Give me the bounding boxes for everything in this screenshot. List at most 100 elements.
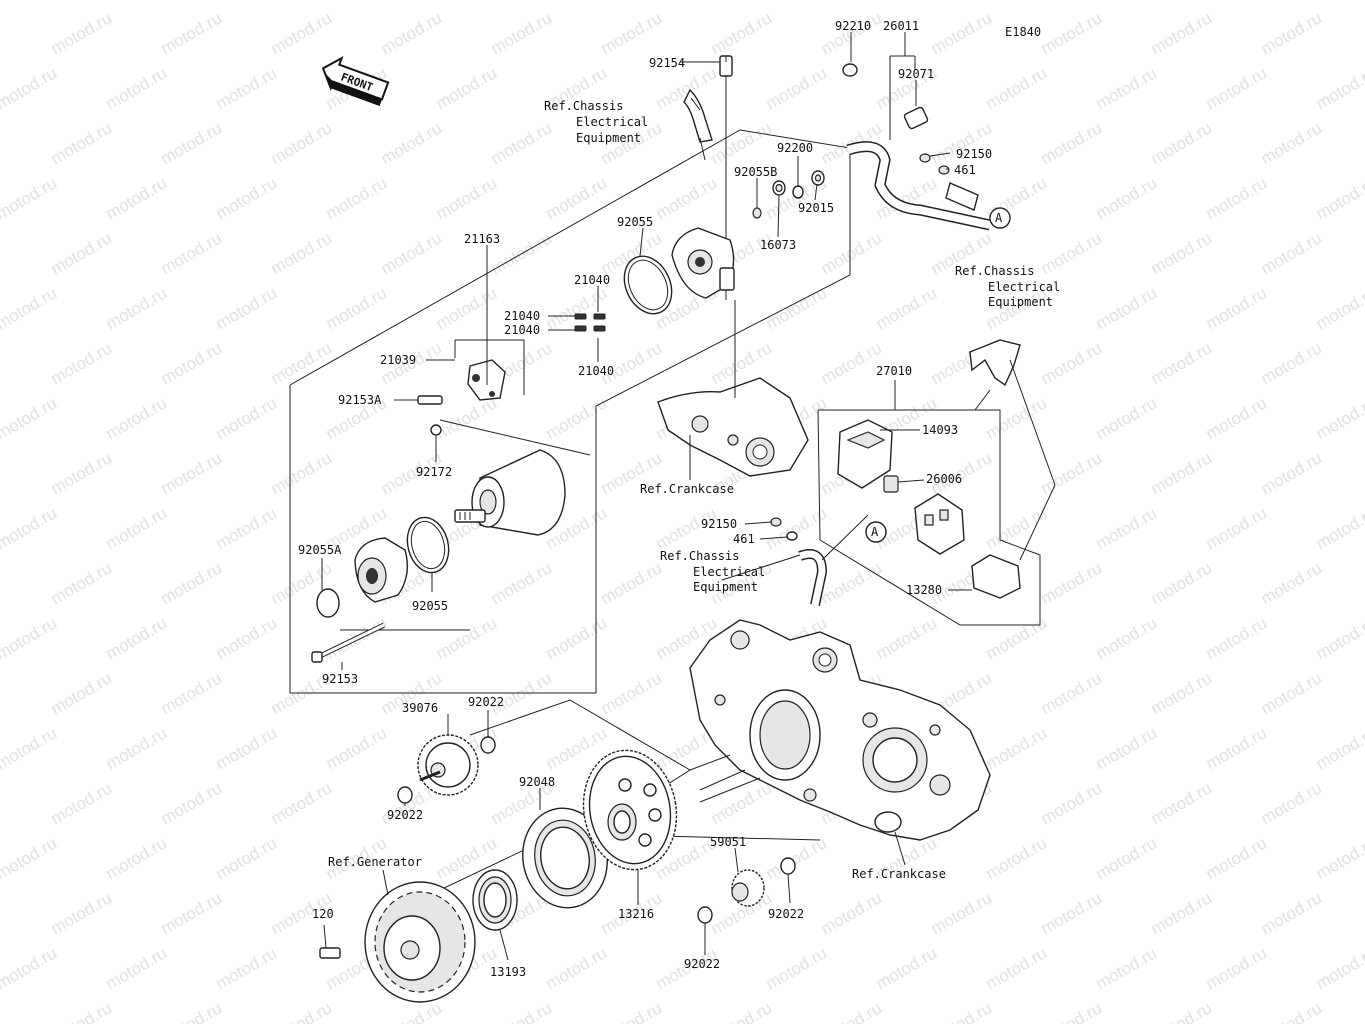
- ref-labels: Ref.Chassis Electrical Equipment Ref.Cha…: [328, 99, 1060, 881]
- watermark-text: motod.ru: [213, 0, 281, 3]
- watermark-text: motod.ru: [0, 503, 60, 553]
- watermark-text: motod.ru: [1313, 393, 1365, 443]
- ref-chassis-top-line1: Ref.Chassis: [544, 99, 623, 113]
- ref-a-top: A: [995, 211, 1003, 225]
- ref-chassis-top-line3: Equipment: [576, 131, 641, 145]
- watermark-text: motod.ru: [543, 943, 611, 993]
- watermark-text: motod.ru: [1313, 63, 1365, 113]
- watermark-text: motod.ru: [873, 613, 941, 663]
- label-13280: 13280: [906, 583, 942, 597]
- watermark-text: motod.ru: [1038, 448, 1106, 498]
- watermark-text: motod.ru: [1203, 613, 1271, 663]
- label-26006: 26006: [926, 472, 962, 486]
- watermark-text: motod.ru: [983, 833, 1051, 883]
- watermark-text: motod.ru: [213, 833, 281, 883]
- watermark-text: motod.ru: [48, 558, 116, 608]
- watermark-text: motod.ru: [48, 778, 116, 828]
- label-92022-d: 92022: [684, 957, 720, 971]
- watermark-text: motod.ru: [488, 8, 556, 58]
- watermark-text: motod.ru: [1203, 833, 1271, 883]
- label-92200: 92200: [777, 141, 813, 155]
- watermark-text: motod.ru: [0, 63, 60, 113]
- label-21040-b: 21040: [504, 309, 540, 323]
- watermark-text: motod.ru: [213, 723, 281, 773]
- label-461-mid: 461: [733, 532, 755, 546]
- watermark-text: motod.ru: [543, 173, 611, 223]
- watermark-text: motod.ru: [158, 668, 226, 718]
- watermark-text: motod.ru: [1038, 228, 1106, 278]
- watermark-text: motod.ru: [1258, 888, 1326, 938]
- label-21040-c: 21040: [504, 323, 540, 337]
- watermark-text: motod.ru: [268, 778, 336, 828]
- watermark-text: motod.ru: [653, 173, 721, 223]
- label-92055-top: 92055: [617, 215, 653, 229]
- watermark-text: motod.ru: [763, 833, 831, 883]
- starter-motor-yoke: [454, 449, 566, 536]
- label-92022-c: 92022: [768, 907, 804, 921]
- watermark-text: motod.ru: [818, 228, 886, 278]
- watermark-text: motod.ru: [323, 283, 391, 333]
- starter-clutch-group: [319, 699, 821, 1003]
- watermark-text: motod.ru: [1148, 448, 1216, 498]
- label-92022-b: 92022: [387, 808, 423, 822]
- watermark-text: motod.ru: [0, 943, 60, 993]
- watermark-text: motod.ru: [708, 118, 776, 168]
- watermark-text: motod.ru: [1313, 723, 1365, 773]
- watermark-text: motod.ru: [158, 778, 226, 828]
- watermark-text: motod.ru: [1258, 338, 1326, 388]
- watermark-text: motod.ru: [158, 998, 226, 1024]
- watermark-text: motod.ru: [1038, 338, 1106, 388]
- ref-chassis-right-line2: Electrical: [988, 280, 1060, 294]
- watermark-text: motod.ru: [378, 8, 446, 58]
- watermark-text: motod.ru: [1148, 228, 1216, 278]
- watermark-text: motod.ru: [873, 943, 941, 993]
- watermark-text: motod.ru: [1093, 63, 1161, 113]
- label-92210: 92210: [835, 19, 871, 33]
- watermark-text: motod.ru: [653, 63, 721, 113]
- watermark-text: motod.ru: [598, 998, 666, 1024]
- ref-chassis-mid-line2: Electrical: [693, 565, 765, 579]
- watermark-text: motod.ru: [1258, 118, 1326, 168]
- watermark-text: motod.ru: [268, 998, 336, 1024]
- watermark-text: motod.ru: [268, 338, 336, 388]
- watermark-text: motod.ru: [1093, 943, 1161, 993]
- watermark-text: motod.ru: [433, 283, 501, 333]
- watermark-text: motod.ru: [488, 558, 556, 608]
- watermark-text: motod.ru: [213, 613, 281, 663]
- starter-relay-group: A: [817, 339, 1056, 626]
- ref-chassis-mid-line1: Ref.Chassis: [660, 549, 739, 563]
- label-21040-a: 21040: [574, 273, 610, 287]
- watermark-text: motod.ru: [158, 228, 226, 278]
- label-21163: 21163: [464, 232, 500, 246]
- watermark-text: motod.ru: [1203, 503, 1271, 553]
- label-59051: 59051: [710, 835, 746, 849]
- label-27010: 27010: [876, 364, 912, 378]
- watermark-text: motod.ru: [213, 173, 281, 223]
- starter-cable-group: A: [842, 55, 1011, 231]
- watermark-text: motod.ru: [1203, 63, 1271, 113]
- watermark-text: motod.ru: [1313, 613, 1365, 663]
- watermark-text: motod.ru: [1093, 723, 1161, 773]
- watermark-text: motod.ru: [873, 283, 941, 333]
- watermark-text: motod.ru: [103, 503, 171, 553]
- watermark-text: motod.ru: [1258, 558, 1326, 608]
- watermark-text: motod.ru: [48, 228, 116, 278]
- watermark-text: motod.ru: [818, 338, 886, 388]
- watermark-text: motod.ru: [1093, 503, 1161, 553]
- watermark-text: motod.ru: [1038, 888, 1106, 938]
- watermark-text: motod.ru: [1203, 723, 1271, 773]
- watermark-text: motod.ru: [158, 448, 226, 498]
- watermark-text: motod.ru: [1148, 8, 1216, 58]
- watermark-text: motod.ru: [1203, 943, 1271, 993]
- watermark-text: motod.ru: [1148, 998, 1216, 1024]
- watermark-text: motod.ru: [323, 0, 391, 3]
- ref-generator: Ref.Generator: [328, 855, 422, 869]
- watermark-text: motod.ru: [1148, 778, 1216, 828]
- watermark-text: motod.ru: [1038, 998, 1106, 1024]
- watermark-text: motod.ru: [763, 0, 831, 3]
- label-92150-top: 92150: [956, 147, 992, 161]
- watermark-text: motod.ru: [1038, 8, 1106, 58]
- watermark-text: motod.ru: [158, 8, 226, 58]
- watermark-text: motod.ru: [1203, 283, 1271, 333]
